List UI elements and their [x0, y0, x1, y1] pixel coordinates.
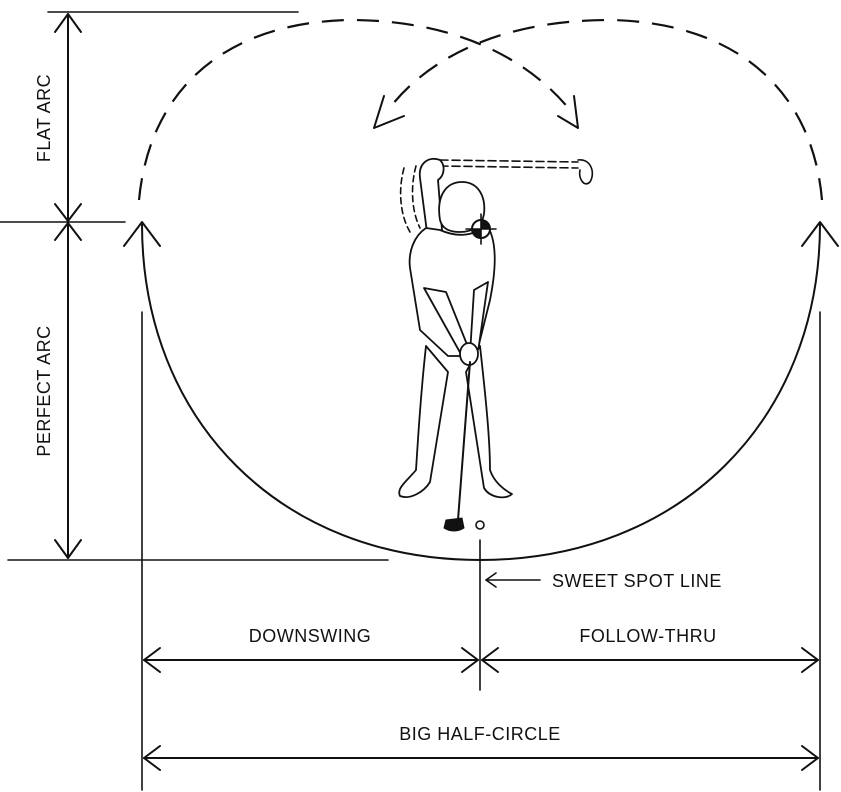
perfect-arc-label: PERFECT ARC — [34, 325, 54, 456]
backswing-arm-dashed — [399, 167, 411, 233]
club-head — [443, 517, 465, 532]
big-half-circle-left-arrowhead — [143, 745, 161, 771]
follow-thru-right-arrowhead — [801, 647, 819, 673]
golf-ball — [475, 520, 485, 530]
horizontal-dimensions: DOWNSWING FOLLOW-THRU BIG HALF-CIRCLE — [141, 311, 821, 791]
backswing-club-head — [577, 159, 594, 185]
downswing-left-arrowhead — [143, 647, 161, 673]
flat-arc-label: FLAT ARC — [34, 74, 54, 162]
follow-thru-left-arrowhead — [481, 647, 499, 673]
sweet-spot-arrowhead — [485, 572, 497, 588]
golfer-head — [438, 181, 486, 233]
golfer-figure — [398, 157, 594, 532]
sweet-spot-line-label: SWEET SPOT LINE — [552, 571, 722, 591]
golfer-raised-arm — [418, 157, 445, 241]
golfer-hands — [459, 342, 479, 366]
perfect-arc-top-arrowhead — [54, 222, 82, 241]
backswing-club-shaft — [439, 159, 579, 163]
golfer-right-leg — [465, 345, 513, 499]
downswing-label: DOWNSWING — [249, 626, 371, 646]
flat-arc-bottom-arrowhead — [54, 203, 82, 222]
flat-arc-loops — [137, 18, 824, 201]
backswing-club-shaft-2 — [439, 165, 579, 169]
sweet-spot: SWEET SPOT LINE — [479, 539, 722, 691]
flat-arc-top-arrowhead — [54, 13, 82, 33]
backswing-arm-dashed-2 — [411, 165, 421, 229]
downswing-right-arrowhead — [461, 647, 479, 673]
follow-thru-label: FOLLOW-THRU — [579, 626, 716, 646]
vertical-dimension: FLAT ARC PERFECT ARC — [0, 11, 389, 561]
perfect-arc-bottom-arrowhead — [54, 539, 82, 559]
perfect-arc-left-arrowhead — [123, 221, 161, 247]
right-loop-arrowhead — [557, 95, 579, 129]
perfect-arc-right-arrowhead — [801, 221, 839, 247]
crosshair-icon — [465, 213, 497, 245]
left-flat-arc-dashed — [137, 18, 571, 201]
right-flat-arc-dashed — [387, 18, 824, 201]
big-half-circle-label: BIG HALF-CIRCLE — [399, 724, 561, 744]
big-half-circle-right-arrowhead — [801, 745, 819, 771]
left-loop-arrowhead — [373, 95, 405, 129]
club-shaft — [457, 361, 471, 521]
golfer-left-leg — [398, 345, 449, 498]
